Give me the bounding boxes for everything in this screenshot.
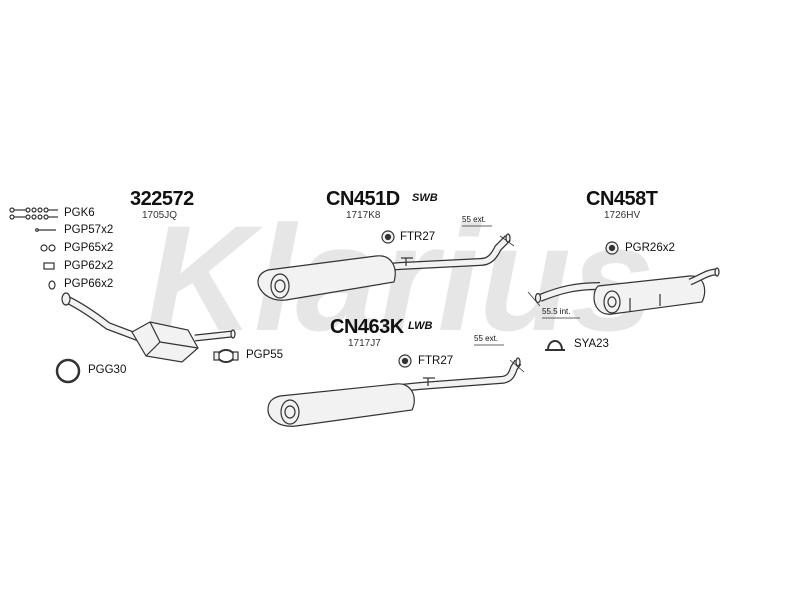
rear-silencer [527, 267, 720, 315]
washer-icon [43, 262, 55, 270]
clamp-icon [213, 349, 239, 363]
middle-silencer-lwb [267, 357, 525, 427]
clamp-label-pgp55: PGP55 [246, 349, 284, 361]
fitting-label-pgp57: PGP57x2 [64, 224, 114, 236]
fitting-label-pgk6: PGK6 [64, 207, 95, 219]
part-number-cn458t: CN458T [586, 188, 658, 210]
spring-bolt-icon [48, 280, 56, 290]
part-number-cn451d: CN451D [326, 188, 400, 210]
stud-icon [35, 228, 56, 232]
fitting-label-pgp62: PGP62x2 [64, 260, 114, 272]
gasket-label-pgg30: PGG30 [88, 364, 127, 376]
sub-code-1726hv: 1726HV [604, 210, 641, 221]
sub-code-1717j7: 1717J7 [348, 338, 381, 349]
fitting-label-pgp65: PGP65x2 [64, 242, 114, 254]
hanger-icon-swb [381, 230, 395, 244]
nut-icon [40, 244, 56, 252]
variant-tag-lwb: LWB [408, 320, 433, 332]
ext-note-swb: 55 ext. [462, 215, 487, 224]
gasket-icon [55, 358, 81, 384]
catalytic-converter [61, 292, 236, 363]
sub-code-1705jq: 1705JQ [142, 210, 178, 221]
mount-label-pgr26: PGR26x2 [625, 242, 675, 254]
ext-note-lwb: 55 ext. [474, 334, 499, 343]
u-clamp-icon [545, 340, 565, 351]
variant-tag-swb: SWB [412, 192, 438, 204]
fitting-label-pgp66: PGP66x2 [64, 278, 114, 290]
int-note-right: 55.5 int. [542, 307, 571, 316]
part-number-cn463k: CN463K [330, 316, 404, 338]
mount-label-ftr27-swb: FTR27 [400, 231, 436, 243]
sub-code-1717k8: 1717K8 [346, 210, 381, 221]
bolt-kit-icon [9, 207, 58, 220]
clamp-label-sya23: SYA23 [574, 338, 609, 350]
hanger-icon-lwb [398, 354, 412, 368]
middle-silencer-swb [257, 233, 515, 301]
mount-label-ftr27-lwb: FTR27 [418, 355, 454, 367]
rubber-mount-icon [605, 241, 619, 255]
part-number-322572: 322572 [130, 188, 194, 210]
